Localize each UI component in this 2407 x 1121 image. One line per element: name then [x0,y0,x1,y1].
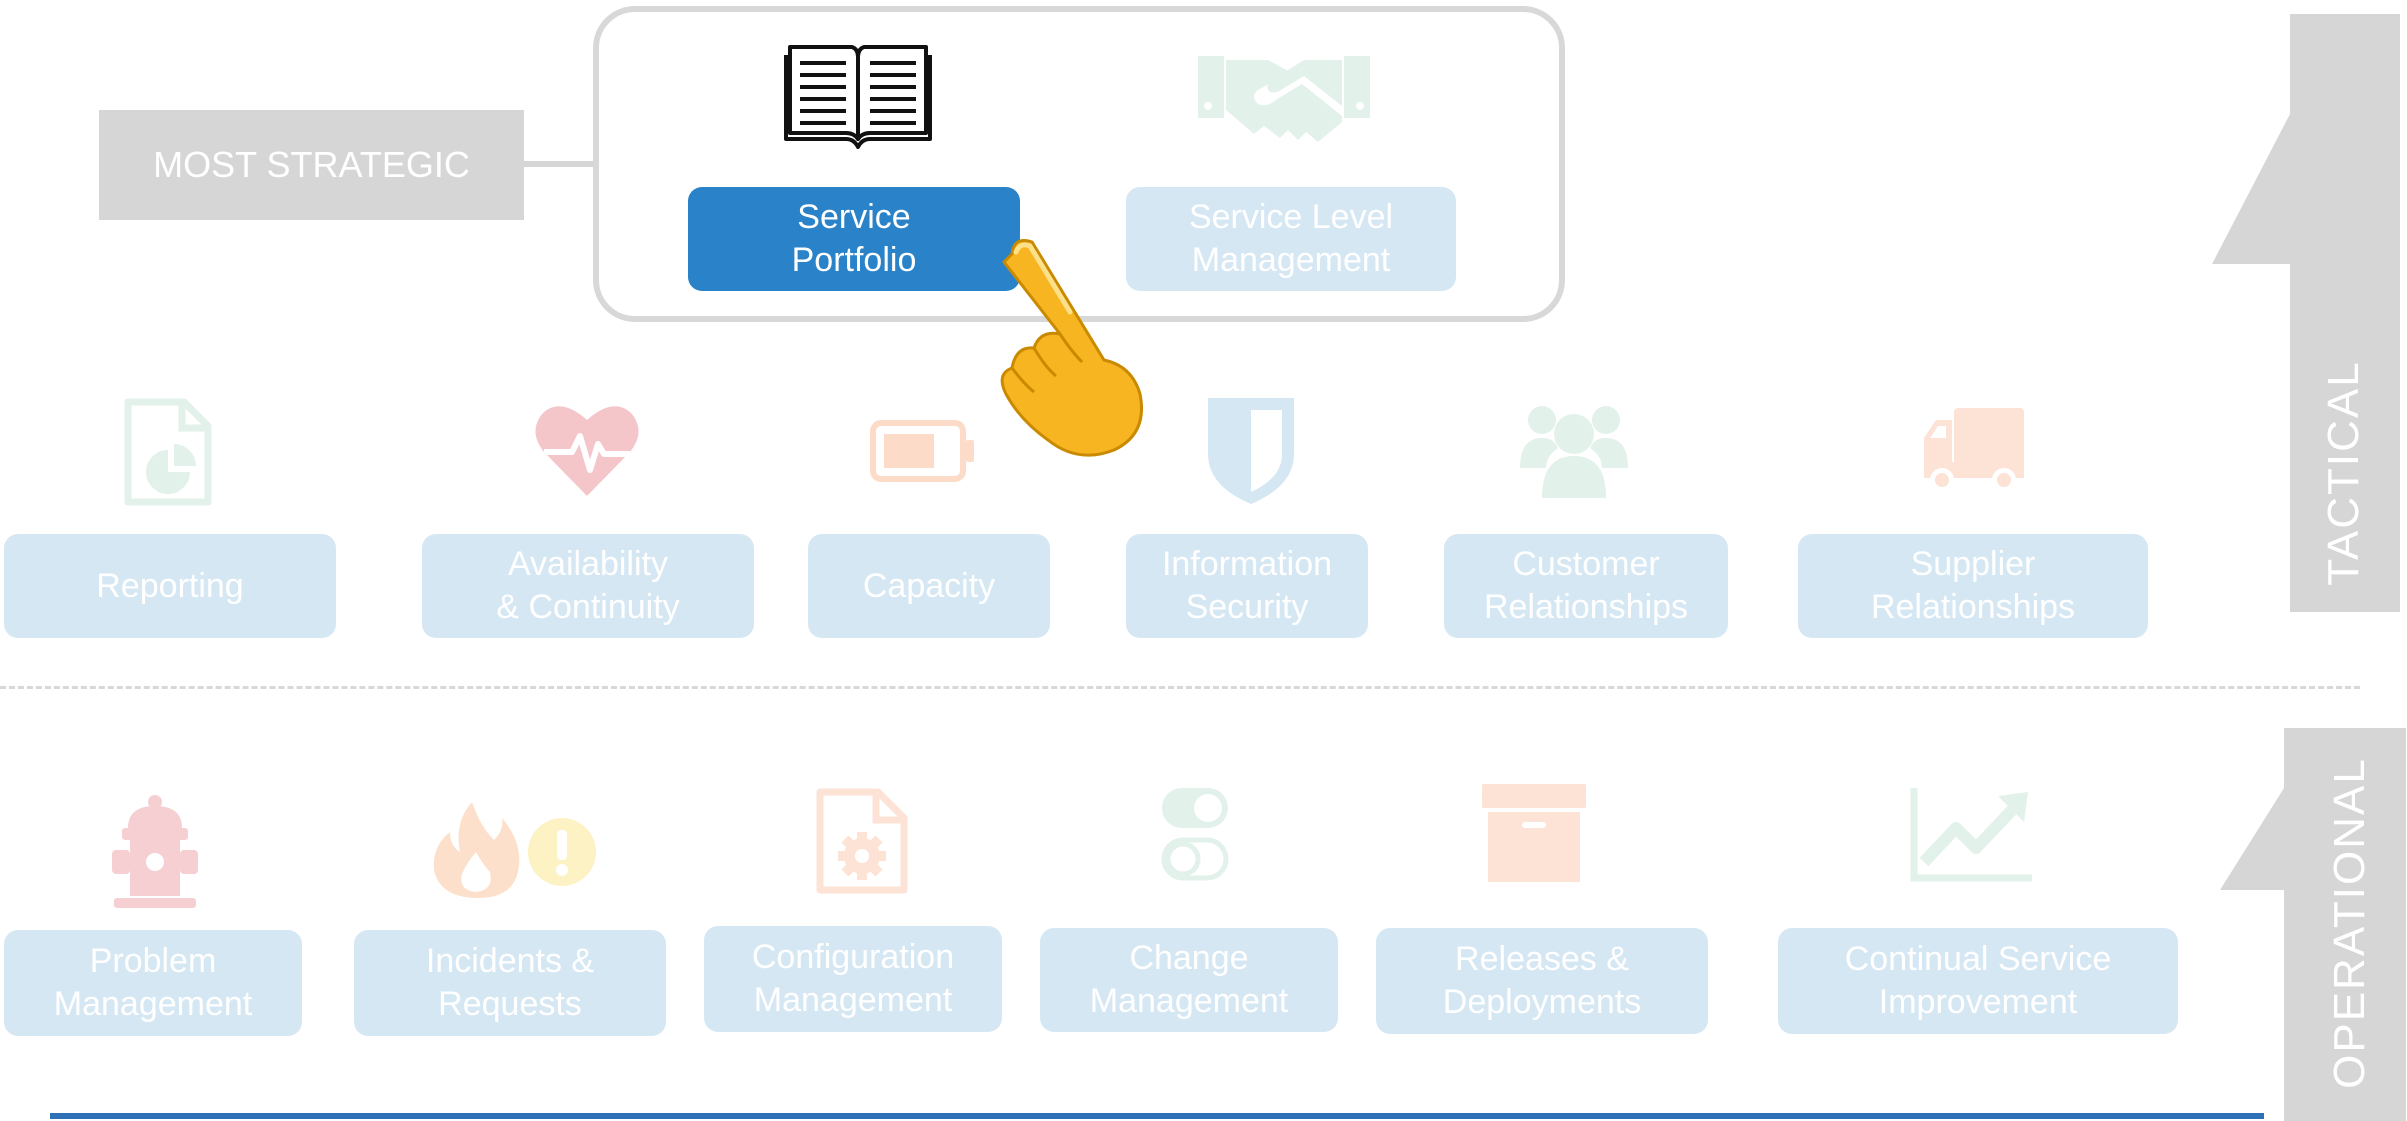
trend-chart-icon [1910,786,2034,882]
service-portfolio-box[interactable]: Service Portfolio [688,187,1020,291]
incidents-requests-box[interactable]: Incidents & Requests [354,930,666,1036]
releases-deployments-box[interactable]: Releases & Deployments [1376,928,1708,1034]
configuration-management-box[interactable]: Configuration Management [704,926,1002,1032]
handshake-icon [1198,46,1370,150]
customer-relationships-box[interactable]: Customer Relationships [1444,534,1728,638]
fire-hydrant-icon [108,794,202,910]
supplier-relationships-box[interactable]: Supplier Relationships [1798,534,2148,638]
toggle-switches-icon [1160,786,1230,882]
archive-box-icon [1482,784,1586,884]
change-management-box[interactable]: Change Management [1040,928,1338,1032]
service-level-management-box[interactable]: Service Level Management [1126,187,1456,291]
problem-management-box[interactable]: Problem Management [4,930,302,1036]
operational-label: OPERATIONAL [2325,757,2374,1089]
strategic-connector-line [524,161,594,167]
pointing-hand-icon [986,234,1150,458]
book-icon [784,43,932,149]
battery-icon [870,420,976,482]
tier-divider [0,686,2360,689]
information-security-box[interactable]: Information Security [1126,534,1368,638]
delivery-truck-icon [1920,404,2028,496]
report-document-icon [122,398,214,506]
availability-continuity-box[interactable]: Availability & Continuity [422,534,754,638]
people-group-icon [1520,398,1628,502]
settings-document-icon [816,788,908,894]
bottom-rule [50,1113,2264,1119]
tactical-label: TACTICAL [2319,360,2368,586]
most-strategic-label: MOST STRATEGIC [99,110,524,220]
heartbeat-icon [534,400,640,498]
reporting-box[interactable]: Reporting [4,534,336,638]
fire-alert-icon [432,800,596,900]
continual-service-improvement-box[interactable]: Continual Service Improvement [1778,928,2178,1034]
capacity-box[interactable]: Capacity [808,534,1050,638]
tactical-arrow-shape [2212,14,2400,612]
operational-arrow-shape [2220,728,2406,1121]
shield-icon [1206,396,1296,506]
